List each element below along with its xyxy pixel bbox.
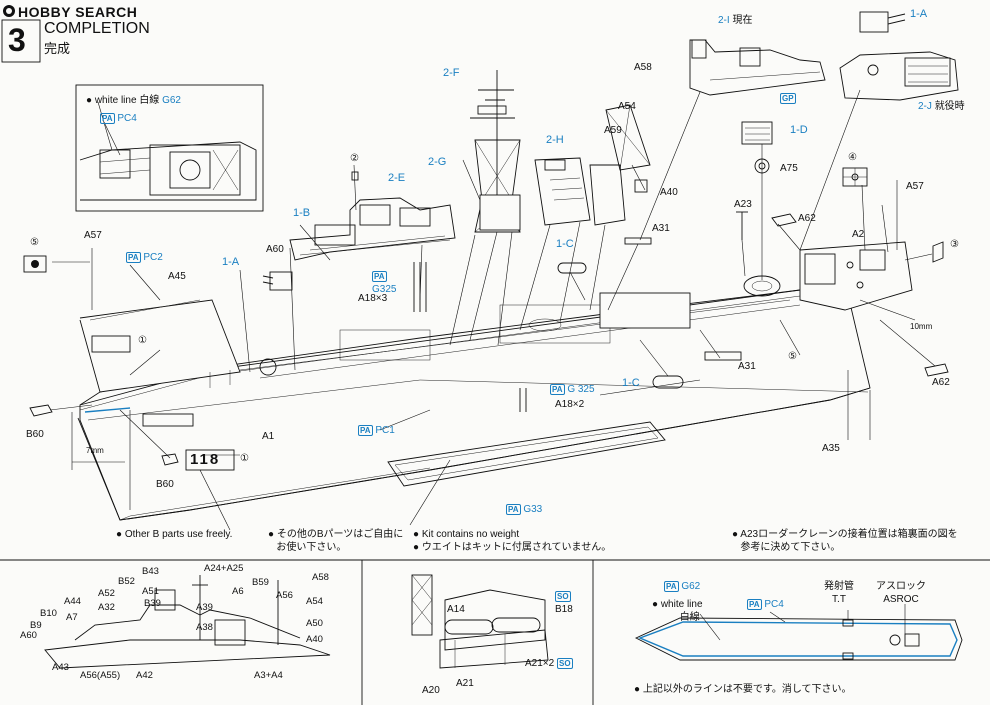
ensign-flag-icon: [842, 167, 868, 187]
forward-superstructure: [262, 171, 456, 291]
inset-white-line-label: ● white line 白線 G62: [86, 95, 181, 106]
ref-4: ④: [848, 152, 857, 163]
inset-paint-label: PA PC4: [100, 113, 137, 124]
label-A18x3: A18×3: [358, 293, 388, 304]
lattice-mast: [470, 70, 521, 233]
hull-number: 118: [190, 451, 221, 468]
label-A14: A14: [447, 604, 465, 615]
ref-3: ③: [950, 239, 959, 250]
label-A40: A40: [660, 187, 678, 198]
label-A23: A23: [734, 199, 752, 210]
label-A62-top: A62: [798, 213, 816, 224]
label-A58: A58: [634, 62, 652, 73]
step-1-A-top: 1-A: [910, 8, 928, 20]
step-1-C-mid: 1-C: [556, 238, 574, 250]
inset-frame: [75, 84, 264, 212]
note-b-parts-jp: ● その他のBパーツはご自由に お使い下さい。: [268, 529, 404, 553]
step-2-E: 2-E: [388, 172, 406, 184]
side-profile-drawing: [44, 575, 331, 669]
label-A59: A59: [604, 125, 622, 136]
label-A60: A60: [266, 244, 284, 255]
deck-plan-drawing: [634, 604, 963, 661]
subassembly-2-I: [689, 39, 826, 96]
note-weight: ● Kit contains no weight● ウエイトはキットに付属されて…: [413, 529, 612, 553]
subassembly-1-A-2-J: [839, 11, 959, 101]
label-A75: A75: [780, 163, 798, 174]
side-profile-labels: B43 A24+A25 B52 A52 A51 A58 A44 A32 B39 …: [20, 563, 329, 681]
aft-superstructure: [589, 104, 651, 226]
label-A21x2: A21×2 SO: [525, 658, 573, 669]
note-crane: ● A23ローダークレーンの接着位置は箱裏面の図を 参考に決めて下さい。: [732, 529, 958, 553]
label-B60-b: B60: [156, 479, 174, 490]
ref-5: ⑤: [30, 237, 39, 248]
ref-1b: ①: [240, 453, 249, 464]
label-A45: A45: [168, 271, 186, 282]
paint-PC2: PA PC2: [126, 252, 163, 263]
step-1-C-low: 1-C: [622, 377, 640, 389]
label-B60-a: B60: [26, 429, 44, 440]
page-title-jp: 完成: [44, 41, 71, 56]
bow-flag-icon: [23, 255, 47, 273]
step-2-I: 2-I 現在: [718, 15, 753, 26]
step-2-H: 2-H: [546, 134, 564, 146]
brand-name: HOBBY SEARCH: [18, 4, 138, 20]
dim-10mm: 10mm: [910, 322, 933, 331]
main-hull: [77, 241, 913, 521]
paint-PC4: PA PC4: [747, 599, 784, 610]
paint-G325-b: PA G 325: [550, 384, 595, 395]
ref-2: ②: [350, 153, 359, 164]
label-A57-left: A57: [84, 230, 102, 241]
paint-G33: PA G33: [506, 504, 543, 515]
step-2-F: 2-F: [443, 67, 460, 79]
white-line-label: ● white line 白線: [652, 599, 703, 623]
brand-logo-icon: [3, 5, 15, 17]
step-1-A-left: 1-A: [222, 256, 240, 268]
footer-note: ● 上記以外のラインは不要です。消して下さい。: [634, 684, 852, 695]
paint-G62: PA G62: [664, 581, 701, 592]
dim-7mm: 7mm: [86, 446, 104, 455]
label-A21: A21: [456, 678, 474, 689]
label-A18x2: A18×2: [555, 399, 585, 410]
inset-deck-drawing: [79, 101, 257, 201]
label-A35: A35: [822, 443, 840, 454]
label-A31-top: A31: [652, 223, 670, 234]
step-1-B: 1-B: [293, 207, 311, 219]
note-other-b-parts: ● Other B parts use freely.: [116, 529, 233, 540]
step-number-box: [1, 19, 41, 63]
label-A62-low: A62: [932, 377, 950, 388]
label-A54: A54: [618, 101, 636, 112]
step-2-J: 2-J 就役時: [918, 101, 965, 112]
page-title: COMPLETION: [44, 20, 150, 37]
label-A20: A20: [422, 685, 440, 696]
label-A57-right: A57: [906, 181, 924, 192]
ref-1: ①: [138, 335, 147, 346]
funnel: [534, 157, 591, 226]
ref-5b: ⑤: [788, 351, 797, 362]
step-2-G: 2-G: [428, 156, 447, 168]
label-A2: A2: [852, 229, 865, 240]
leader-lines: [49, 89, 936, 531]
paint-PC1: PA PC1: [358, 425, 395, 436]
part-1-D: [741, 121, 773, 280]
boat-davit-drawing: [411, 574, 549, 669]
label-A1: A1: [262, 431, 275, 442]
step-1-D: 1-D: [790, 124, 808, 136]
step-number: 3: [8, 22, 26, 58]
tag-gp: GP: [780, 93, 796, 104]
label-A31-low: A31: [738, 361, 756, 372]
